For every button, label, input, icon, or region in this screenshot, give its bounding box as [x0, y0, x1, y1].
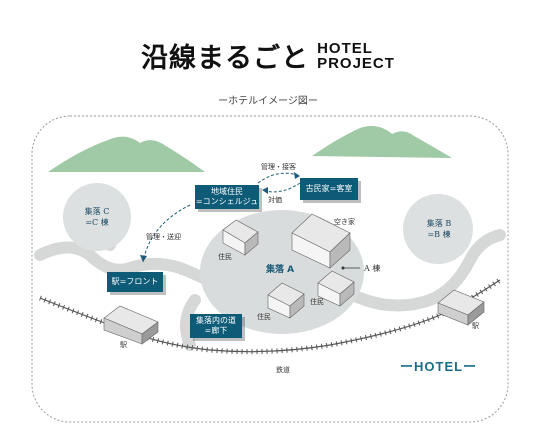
village-b-label: 集落 B =B 棟	[416, 218, 462, 240]
project-logo: 沿線まるごと HOTEL PROJECT	[141, 36, 395, 75]
village-c-name: 集落 C	[84, 207, 110, 216]
arrow-left	[142, 204, 191, 263]
arrow-head-down	[140, 255, 147, 262]
mountain-left	[48, 136, 205, 172]
house-left	[222, 219, 259, 256]
map-frame	[31, 115, 509, 423]
logo-hotel-text: HOTEL	[317, 39, 373, 57]
logo-project-text: PROJECT	[317, 54, 395, 72]
label-jumin-3: 住民	[310, 298, 324, 306]
village-c-area	[63, 183, 131, 251]
station-left	[103, 305, 159, 345]
box-corridor-line2: =廊下	[204, 326, 228, 335]
house-akiya	[291, 213, 351, 269]
box-corridor: 集落内の道 =廊下	[190, 314, 242, 338]
label-jumin-1: 住民	[218, 253, 232, 261]
label-akiya: 空き家	[334, 218, 355, 226]
hotel-tag: ーHOTELー	[400, 359, 478, 374]
village-b-sub: =B 棟	[427, 230, 451, 239]
arrow-head-left	[262, 187, 268, 194]
label-jumin-2: 住民	[257, 313, 271, 321]
box-guestroom-text: 古民家=客室	[305, 184, 353, 193]
box-guestroom: 古民家=客室	[300, 178, 358, 200]
house-center	[267, 282, 305, 319]
box-corridor-line1: 集落内の道	[196, 316, 236, 325]
village-b-area	[403, 194, 473, 264]
arrow-label-kanri-sekkyaku: 管理・接客	[261, 163, 296, 171]
box-concierge-line2: =コンシェルジュ	[195, 197, 259, 206]
subtitle: ーホテルイメージ図ー	[218, 96, 318, 107]
box-concierge-line1: 地域住民	[211, 187, 243, 196]
station-right	[437, 289, 485, 326]
village-b-name: 集落 B	[426, 219, 452, 228]
box-front: 駅=フロント	[107, 272, 163, 292]
village-c-sub: =C 棟	[85, 218, 109, 227]
box-concierge: 地域住民 =コンシェルジュ	[195, 185, 259, 209]
logo-en-text: HOTEL PROJECT	[317, 41, 395, 71]
arrow-label-kanri-sougei: 管理・送迎	[146, 233, 181, 241]
village-a-label: 集落 A	[266, 265, 295, 275]
header: 沿線まるごと HOTEL PROJECT	[0, 36, 536, 75]
label-station-left: 駅	[120, 341, 127, 349]
label-station-right: 駅	[472, 322, 479, 330]
logo-jp-text: 沿線まるごと	[141, 43, 310, 74]
label-a-tou: A 棟	[364, 264, 381, 273]
arrow-top-upper	[257, 172, 301, 184]
arrow-head-right	[294, 172, 300, 179]
arrow-label-taika: 対価	[268, 196, 282, 204]
box-front-text: 駅=フロント	[111, 277, 159, 286]
mountain-right	[312, 126, 452, 158]
label-railway: 鉄道	[276, 366, 290, 374]
house-a-tou	[317, 270, 355, 307]
village-c-label: 集落 C =C 棟	[74, 206, 120, 228]
